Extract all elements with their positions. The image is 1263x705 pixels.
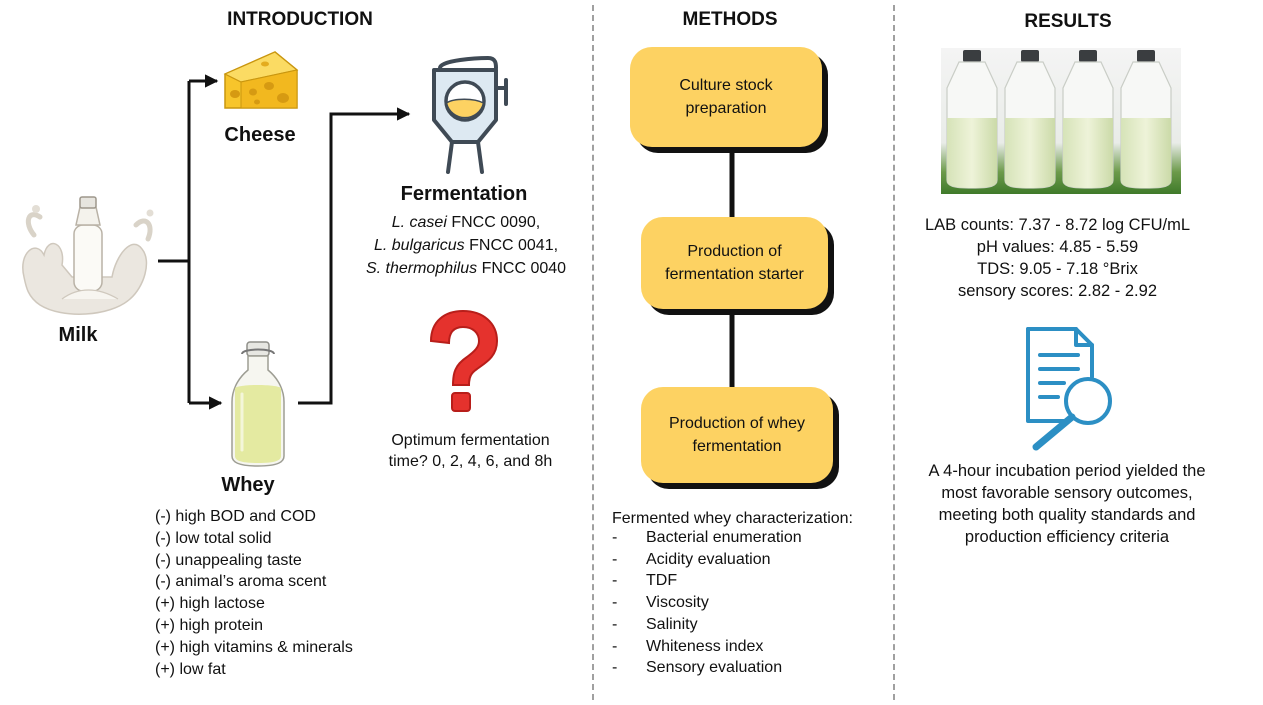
results-metrics: LAB counts: 7.37 - 8.72 log CFU/mL pH va… xyxy=(890,214,1225,302)
whey-label: Whey xyxy=(221,474,275,496)
question-mark-icon xyxy=(429,309,499,412)
characterization-list: Bacterial enumeration Acidity evaluation… xyxy=(612,527,872,679)
list-item: (+) high protein xyxy=(155,616,264,634)
section-title-methods: METHODS xyxy=(682,9,778,30)
divider-left xyxy=(592,5,594,700)
strain-species: L. bulgaricus xyxy=(373,237,465,254)
strain-list: L. casei FNCC 0090, L. bulgaricus FNCC 0… xyxy=(338,211,594,280)
cheese-label: Cheese xyxy=(224,124,296,146)
flow-arrows xyxy=(158,74,411,410)
list-item: (+) high vitamins & minerals xyxy=(155,638,353,656)
list-item: (-) unappealing taste xyxy=(155,551,302,569)
document-search-icon xyxy=(1026,327,1112,451)
strain-code: FNCC 0040 xyxy=(477,260,567,277)
list-item: TDF xyxy=(612,570,872,592)
results-conclusion: A 4-hour incubation period yielded the m… xyxy=(928,462,1206,546)
milk-bottle-icon xyxy=(22,196,154,315)
method-step-1: Culture stock preparation xyxy=(630,47,822,147)
milk-label: Milk xyxy=(58,324,98,346)
strain-item-1: L. casei FNCC 0090, xyxy=(338,211,594,234)
metric-lab-counts: LAB counts: 7.37 - 8.72 log CFU/mL xyxy=(924,216,1191,234)
fermentation-label: Fermentation xyxy=(400,183,528,205)
fermented-whey-bottles-photo xyxy=(941,48,1181,194)
characterization-title: Fermented whey characterization: xyxy=(612,510,853,527)
strain-code: FNCC 0090, xyxy=(446,214,541,231)
divider-right xyxy=(893,5,895,700)
list-item: Whiteness index xyxy=(612,636,872,658)
list-item: (+) high lactose xyxy=(155,595,265,613)
list-item: (-) low total solid xyxy=(155,529,272,547)
cheese-icon xyxy=(223,51,299,109)
list-item: Salinity xyxy=(612,614,872,636)
whey-properties-list: (-) high BOD and COD (-) low total solid… xyxy=(155,506,415,680)
method-step-3: Production of whey fermentation xyxy=(641,387,833,483)
list-item: (+) low fat xyxy=(155,660,226,678)
list-item: (-) high BOD and COD xyxy=(155,508,316,525)
strain-item-3: S. thermophilus FNCC 0040 xyxy=(338,257,594,280)
strain-species: L. casei xyxy=(391,214,447,231)
fermenter-tank-icon xyxy=(432,56,508,174)
list-item: (-) animal’s aroma scent xyxy=(155,573,327,591)
section-title-introduction: INTRODUCTION xyxy=(227,9,373,30)
list-item: Bacterial enumeration xyxy=(612,527,872,549)
list-item: Acidity evaluation xyxy=(612,549,872,571)
metric-sensory-scores: sensory scores: 2.82 - 2.92 xyxy=(957,282,1157,300)
strain-item-2: L. bulgaricus FNCC 0041, xyxy=(338,234,594,257)
list-item: Sensory evaluation xyxy=(612,657,872,679)
section-title-results: RESULTS xyxy=(1024,11,1112,32)
method-step-2: Production of fermentation starter xyxy=(641,217,828,309)
optimum-time-question: Optimum fermentation time? 0, 2, 4, 6, a… xyxy=(388,432,553,470)
list-item: Viscosity xyxy=(612,592,872,614)
strain-code: FNCC 0041, xyxy=(464,237,559,254)
metric-tds: TDS: 9.05 - 7.18 °Brix xyxy=(977,260,1138,278)
whey-bottle-icon xyxy=(231,341,285,467)
metric-ph-values: pH values: 4.85 - 5.59 xyxy=(976,238,1139,256)
strain-species: S. thermophilus xyxy=(365,260,478,277)
